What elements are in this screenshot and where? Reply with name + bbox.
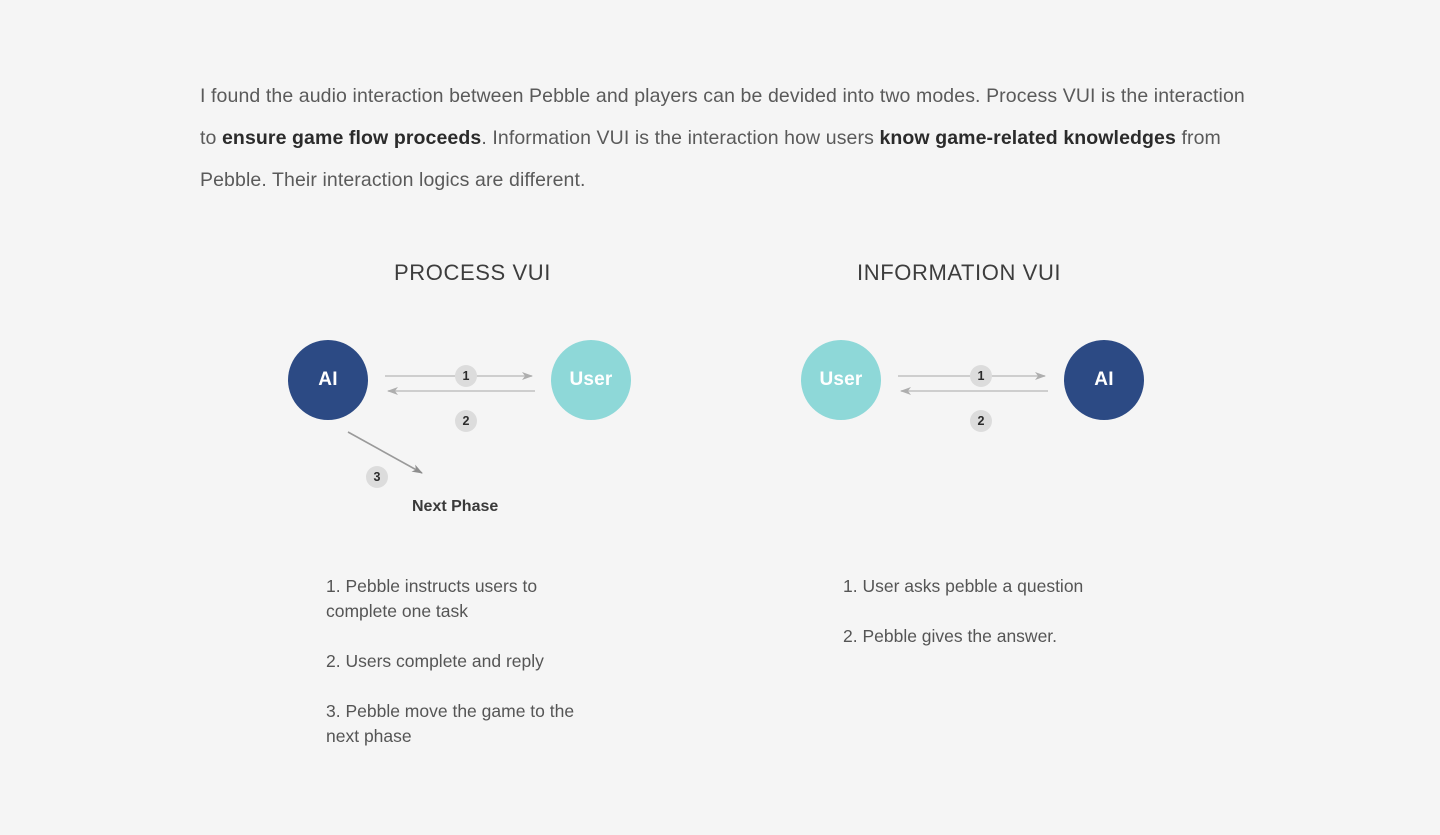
list-item: 1. User asks pebble a question — [843, 576, 1084, 596]
information-vui-heading: INFORMATION VUI — [857, 260, 1062, 285]
process-step-badge-3: 3 — [366, 466, 388, 488]
information-node-user-label: User — [819, 369, 863, 390]
list-item: 1. Pebble instructs users to complete on… — [326, 576, 538, 621]
information-vui-step-list: 1. User asks pebble a question 2. Pebble… — [843, 574, 1143, 649]
intro-text-part1: I found the audio interaction between Pe… — [200, 84, 1245, 149]
process-node-user-label: User — [569, 369, 613, 390]
process-node-user: User — [551, 340, 631, 420]
process-node-ai-label: AI — [318, 369, 338, 390]
list-item: 3. Pebble move the game to the next phas… — [326, 701, 575, 746]
list-item: 2. Users complete and reply — [326, 651, 544, 671]
process-vui-heading: PROCESS VUI — [394, 260, 551, 285]
intro-text-part2: . Information VUI is the interaction how… — [481, 126, 880, 149]
process-vui-diagram: AI User 1 2 3 Next Phase — [270, 320, 670, 540]
arrow-ai-to-next-phase — [347, 431, 423, 474]
information-step-badge-2: 2 — [970, 410, 992, 432]
information-node-user: User — [801, 340, 881, 420]
intro-bold-ensure-game-flow: ensure game flow proceeds — [221, 126, 482, 149]
intro-bold-know-game-knowledges: know game-related knowledges — [879, 126, 1176, 149]
process-step-badge-1: 1 — [455, 365, 477, 387]
process-vui-step-list: 1. Pebble instructs users to complete on… — [326, 574, 581, 749]
information-vui-diagram: User AI 1 2 — [790, 320, 1170, 460]
intro-paragraph: I found the audio interaction between Pe… — [200, 75, 1245, 201]
information-node-ai-label: AI — [1094, 369, 1114, 390]
intro-text-part3: from Pebble. Their interaction logics ar… — [200, 126, 1221, 191]
information-node-ai: AI — [1064, 340, 1144, 420]
information-step-badge-1: 1 — [970, 365, 992, 387]
process-step-badge-2: 2 — [455, 410, 477, 432]
next-phase-label: Next Phase — [412, 498, 499, 515]
list-item: 2. Pebble gives the answer. — [843, 626, 1058, 646]
process-node-ai: AI — [288, 340, 368, 420]
